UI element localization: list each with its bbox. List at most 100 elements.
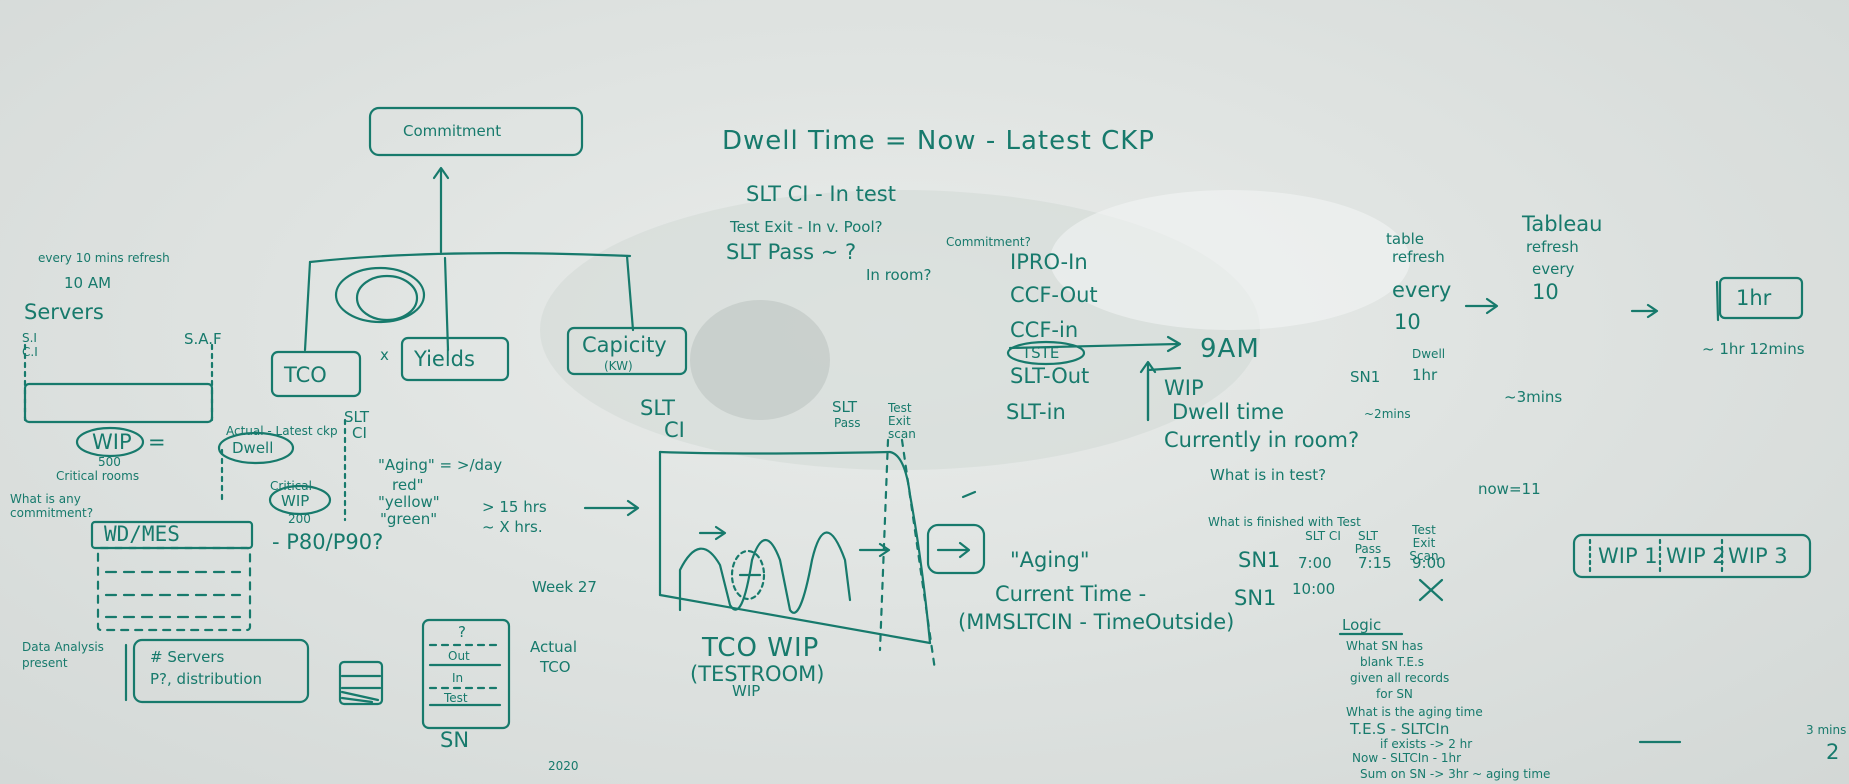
slt-ci-bottom: CI	[664, 418, 685, 442]
wip-columns-box	[1572, 533, 1812, 579]
capacity-label: Capicity	[582, 333, 667, 357]
dwell-time-header: Dwell Time = Now - Latest CKP	[722, 126, 1155, 156]
red-label: red"	[392, 476, 424, 494]
table-refresh-1: table	[1386, 230, 1424, 248]
ccf-out: CCF-Out	[1010, 283, 1098, 307]
tableau-ten: 10	[1532, 280, 1559, 304]
distribution-text: P?, distribution	[150, 670, 263, 688]
logic-line-5: What is the aging time	[1346, 705, 1483, 719]
row2-sn: SN1	[1234, 586, 1277, 610]
sn-box	[421, 618, 511, 730]
servers-distribution-box	[132, 638, 310, 704]
yellow-label: "yellow"	[378, 493, 440, 511]
slt-ci-definition: SLT CI - In test	[746, 182, 896, 206]
tableau-2: refresh	[1526, 238, 1579, 256]
three-mins: ~3mins	[1504, 388, 1563, 406]
green-label: "green"	[380, 510, 438, 528]
capacity-box	[566, 326, 688, 376]
servers-label: Servers	[24, 300, 104, 324]
one-hour-twelve-mins: ~ 1hr 12mins	[1702, 340, 1805, 358]
x-hrs: ~ X hrs.	[482, 518, 543, 536]
si-label: S.I	[22, 331, 37, 345]
sn-box-in: In	[452, 671, 464, 685]
row1-test-exit: 9:00	[1412, 554, 1446, 572]
table-refresh-2: refresh	[1392, 248, 1445, 266]
logic-line-1: What SN has	[1346, 639, 1423, 653]
logic-three-mins: 3 mins	[1806, 723, 1847, 737]
tableau-every: every	[1532, 260, 1575, 278]
critical-label: Critical	[270, 479, 312, 493]
tco-wip-label: TCO WIP	[702, 633, 820, 663]
wip-big-label: WIP	[1164, 376, 1204, 400]
sn-box-test: Test	[444, 691, 468, 705]
what-is-in-test: What is in test?	[1210, 466, 1327, 484]
wd-mes-label: WD/MES	[104, 522, 180, 546]
slt-pass-bottom: Pass	[834, 416, 861, 430]
col-slt-pass: SLT Pass	[1354, 529, 1382, 557]
p80-p90-label: - P80/P90?	[272, 530, 384, 554]
gt-15-hrs: > 15 hrs	[482, 498, 547, 516]
sn1-one-hour: 1hr	[1412, 366, 1438, 384]
two-mins: ~2mins	[1364, 407, 1411, 421]
year-label: 2020	[548, 759, 579, 773]
what-is-finished: What is finished with Test	[1208, 515, 1361, 529]
wip-2: WIP 2	[1666, 544, 1726, 568]
commitment-question: Commitment?	[946, 235, 1031, 249]
times-sign: x	[380, 346, 389, 364]
current-time-label: Current Time -	[995, 582, 1147, 606]
wip-equals: =	[148, 430, 166, 454]
tco-label: TCO	[284, 363, 327, 387]
servers-count-text: # Servers	[150, 648, 225, 666]
logic-line-6: T.E.S - SLTCIn	[1350, 720, 1450, 738]
tco-small-label: TCO	[540, 658, 571, 676]
commitment-box	[368, 106, 584, 157]
one-hour-label: 1hr	[1736, 286, 1772, 310]
slt-pass-top: SLT	[832, 398, 857, 416]
slt-ci-top: SLT	[640, 396, 675, 420]
logic-line-3: given all records	[1350, 671, 1450, 685]
test-exit-definition: Test Exit - In v. Pool?	[730, 218, 883, 236]
dwell-label: Dwell	[232, 439, 274, 457]
test-exit-scan: Test Exit scan	[888, 401, 916, 442]
logic-line-9: Sum on SN -> 3hr ~ aging time	[1360, 767, 1551, 781]
one-hour-box	[1718, 276, 1804, 320]
ci-small-label: CI	[352, 424, 367, 442]
slt-out: SLT-Out	[1010, 364, 1090, 388]
testroom-label: (TESTROOM)	[690, 662, 825, 686]
slt-pass-definition: SLT Pass ~ ?	[726, 240, 857, 264]
col-slt-ci: SLT CI	[1305, 529, 1341, 543]
in-room-question: In room?	[866, 266, 932, 284]
col-test-exit: Test Exit Scan	[1409, 523, 1439, 564]
servers-box	[23, 382, 214, 424]
slt-in: SLT-in	[1006, 400, 1066, 424]
wip-small-label: WIP	[732, 682, 761, 700]
wip-value: 500	[98, 455, 121, 469]
critical-rooms: Critical rooms	[56, 469, 140, 483]
row1-slt-pass: 7:15	[1358, 554, 1392, 572]
row2-slt-ci: 10:00	[1292, 580, 1336, 598]
logic-line-4: for SN	[1376, 687, 1413, 701]
ccf-in: CCF-in	[1010, 318, 1079, 342]
dwell-small: Dwell	[1412, 347, 1446, 361]
any-commitment-question: What is any commitment?	[10, 492, 94, 521]
tco-box	[270, 350, 362, 398]
logic-line-8: Now - SLTCIn - 1hr	[1352, 751, 1462, 765]
wip-label: WIP	[92, 430, 132, 454]
wip-3: WIP 3	[1728, 544, 1788, 568]
aging-quoted: "Aging"	[1010, 548, 1090, 572]
aging-box	[926, 523, 986, 575]
commitment-label: Commitment	[403, 122, 502, 140]
nine-am: 9AM	[1200, 334, 1260, 364]
logic-line-2: blank T.E.s	[1360, 655, 1425, 669]
sn1-right: SN1	[1350, 368, 1381, 386]
data-analysis-label: Data Analysis present	[22, 640, 104, 670]
tste-label: TSTE	[1022, 344, 1060, 362]
scribble-circle	[334, 266, 426, 324]
capacity-unit: (KW)	[604, 359, 633, 373]
ci-label: C.I	[22, 345, 38, 359]
ten-am: 10 AM	[64, 274, 112, 292]
wip-200: 200	[288, 512, 311, 526]
wip-circle	[75, 426, 145, 458]
